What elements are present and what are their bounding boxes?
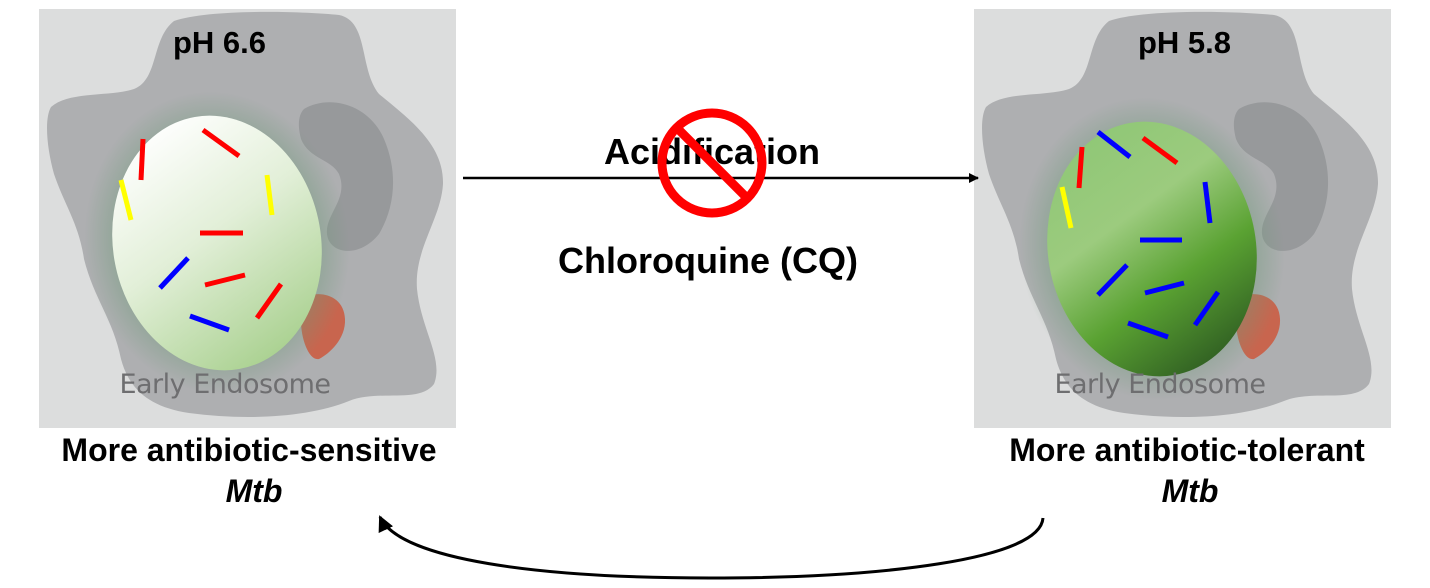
reversion-arrow (378, 515, 1045, 580)
left-caption: More antibiotic-sensitive (61, 432, 437, 468)
nucleus (1233, 102, 1329, 251)
bacteria (118, 127, 284, 333)
right-organism: Mtb (1161, 473, 1219, 509)
compartment-label: Early Endosome (119, 369, 331, 400)
macrophage-illustration (39, 9, 456, 428)
macrophage-illustration (974, 9, 1391, 428)
left-macrophage-panel: pH 6.6 Early Endosome (39, 9, 456, 428)
left-organism: Mtb (225, 473, 283, 509)
right-caption: More antibiotic-tolerant (1009, 432, 1365, 468)
ph-label: pH 6.6 (172, 25, 267, 60)
right-macrophage-panel: pH 5.8 Early Endosome (974, 9, 1391, 428)
ph-label: pH 5.8 (1137, 25, 1232, 60)
compartment-label: Early Endosome (1054, 369, 1266, 400)
bacteria (1059, 130, 1221, 340)
nucleus (298, 102, 394, 251)
chloroquine-label: Chloroquine (CQ) (558, 240, 858, 281)
